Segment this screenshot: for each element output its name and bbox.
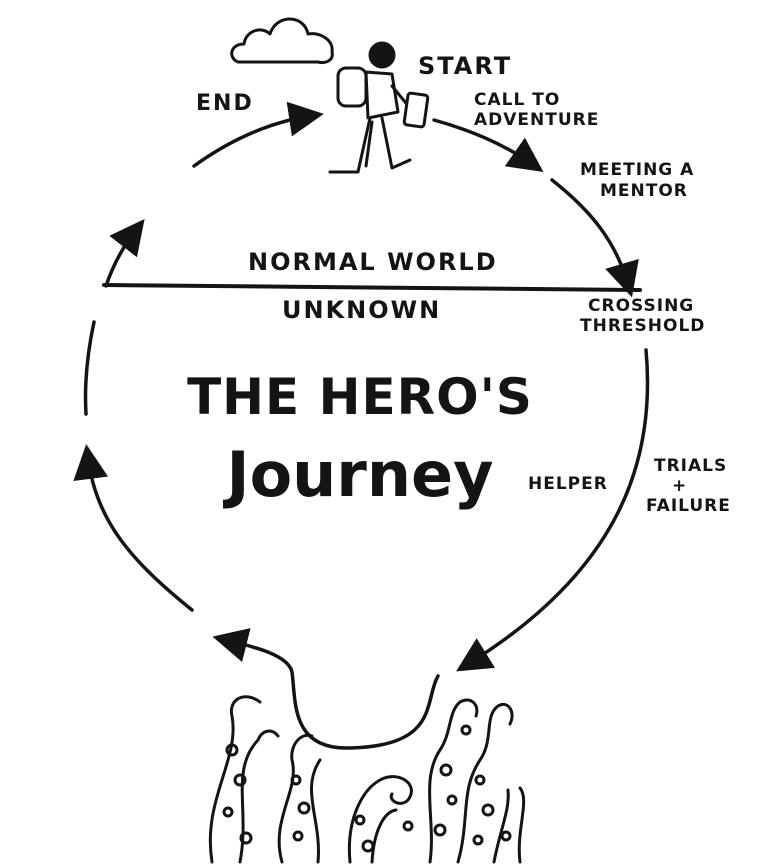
stage-call-line2: ADVENTURE [474, 110, 600, 130]
stage-call-line1: CALL TO [474, 90, 561, 110]
region-unknown: UNKNOWN [282, 296, 442, 324]
path-return [73, 444, 194, 612]
stage-threshold-line1: CROSSING [588, 296, 695, 316]
region-normal-world: NORMAL WORLD [248, 248, 498, 276]
stage-helper-label: HELPER [528, 474, 608, 494]
hiker-icon [328, 41, 430, 174]
path-to-end [192, 101, 324, 168]
diagram-title-line1: THE HERO'S [187, 368, 533, 426]
stage-threshold-line2: THRESHOLD [580, 316, 706, 336]
path-left-mid [83, 320, 96, 416]
stage-trials-line3: FAILURE [646, 496, 731, 516]
threshold-line [102, 283, 642, 292]
path-trials [456, 348, 650, 672]
diagram-title-line2: Journey [226, 438, 494, 511]
stage-mentor-line2: MENTOR [600, 181, 688, 201]
stage-trials-line2: + [672, 476, 688, 496]
stage-start-label: START [418, 52, 513, 80]
stage-mentor-line1: MEETING A [580, 160, 695, 180]
path-to-threshold [550, 178, 639, 298]
stage-trials-line1: TRIALS [654, 456, 728, 476]
cloud-icon [230, 17, 334, 64]
path-call-to-adventure [432, 118, 544, 173]
path-left-upper [104, 218, 145, 288]
tentacles-icon [208, 695, 526, 864]
path-abyss [212, 628, 440, 750]
stage-end-label: END [196, 91, 254, 116]
